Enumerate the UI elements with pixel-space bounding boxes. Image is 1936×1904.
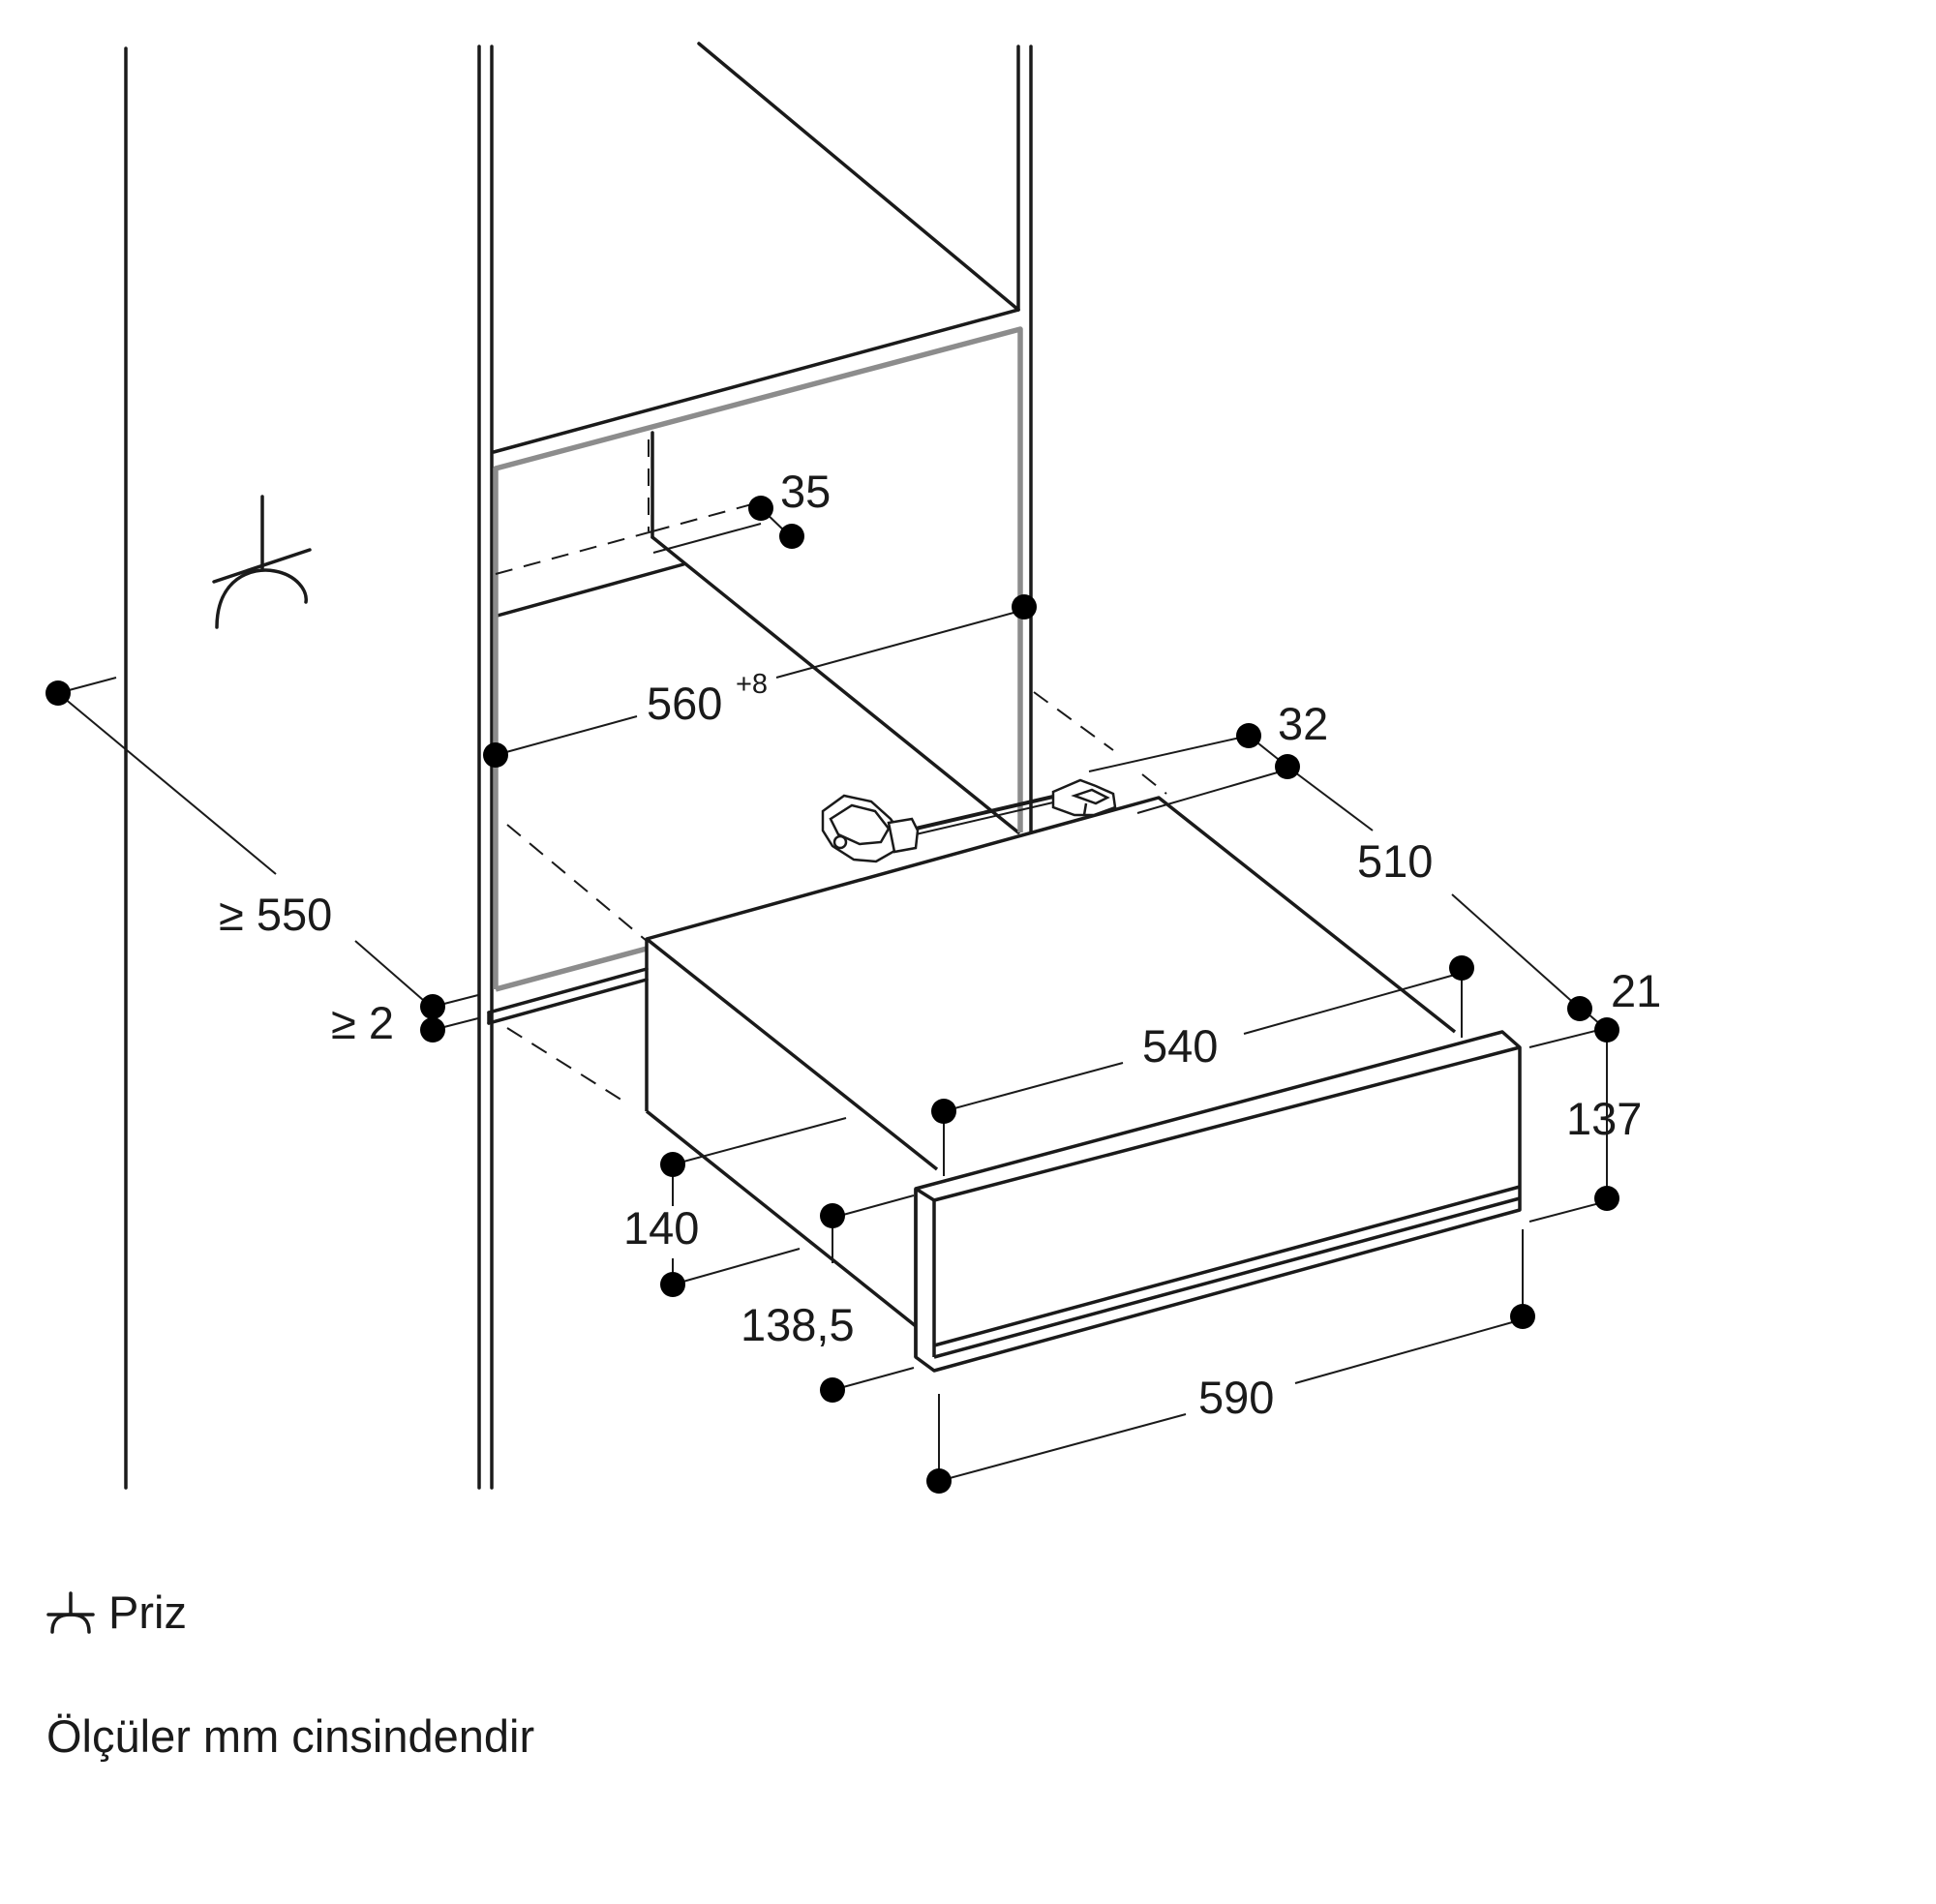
legend-socket-label: Priz: [108, 1587, 187, 1638]
dim-560: 560: [647, 678, 722, 729]
dim-137: 137: [1566, 1093, 1642, 1144]
cabinet-structure: [124, 42, 1033, 1490]
power-cable: [821, 778, 1117, 863]
dim-140: 140: [623, 1202, 699, 1254]
dim-35: 35: [780, 466, 831, 517]
dimension-dots: [45, 496, 1619, 1494]
dim-550: ≥ 550: [219, 889, 332, 940]
socket-legend-icon: [46, 1590, 95, 1634]
warming-drawer: [645, 796, 1522, 1373]
units-note: Ölçüler mm cinsindendir: [46, 1710, 535, 1762]
dimension-lines: [57, 507, 1608, 1482]
dim-560-tolerance: +8: [736, 669, 768, 700]
dim-510: 510: [1357, 835, 1433, 887]
niche-opening: [493, 326, 1023, 992]
dim-590: 590: [1198, 1372, 1274, 1423]
dim-21: 21: [1611, 965, 1661, 1016]
dim-2: ≥ 2: [331, 997, 394, 1048]
hidden-lines: [495, 439, 1167, 1104]
dim-138-5: 138,5: [741, 1299, 855, 1350]
connector-icon: [1051, 778, 1117, 817]
socket-icon: [212, 495, 312, 629]
dim-540: 540: [1142, 1020, 1218, 1072]
plug-icon: [821, 794, 920, 863]
legend-socket: Priz: [46, 1586, 187, 1639]
dim-32: 32: [1278, 698, 1328, 749]
